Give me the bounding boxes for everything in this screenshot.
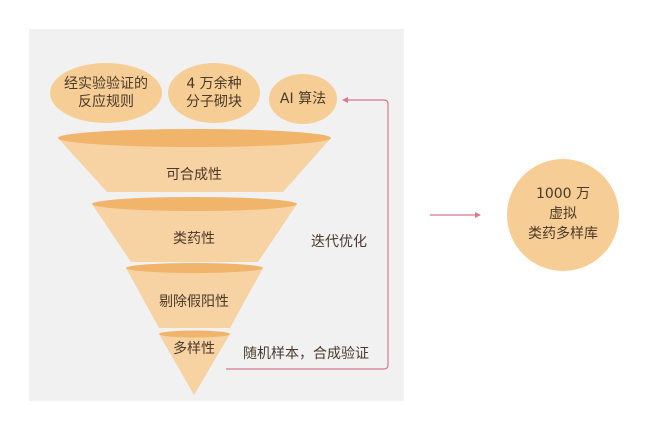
input-bubble-ai [269,74,337,124]
funnel-stage-2 [92,204,297,262]
output-label: 1000 万 虚拟 类药多样库 [528,186,598,242]
stage-label-synthesizability: 可合成性 [166,167,222,183]
output-bubble [507,159,619,271]
feedback-loop-arrow [226,99,389,370]
input-label-ai: AI 算法 [279,91,327,107]
input-label-blocks: 4 万余种 分子砌块 [186,76,242,110]
input-bubble-blocks [168,63,260,123]
iterate-label: 迭代优化 [311,234,367,250]
arrowhead-right-icon [475,212,481,218]
arrowhead-left-icon [342,97,348,103]
funnel-stage-4 [159,334,230,395]
sample-label: 随机样本，合成验证 [243,346,369,362]
stage-label-druglikeness: 类药性 [173,231,215,247]
funnel-stage-1 [58,138,331,192]
funnel-stage-3 [126,268,263,328]
funnel-rim-3 [126,263,263,273]
funnel-rim-4 [159,330,230,338]
funnel-rim-2 [92,197,297,211]
input-label-rules: 经实验验证的 反应规则 [64,76,148,110]
funnel-rim-1 [58,129,331,147]
stage-label-diversity: 多样性 [173,341,215,357]
input-bubble-rules [50,63,162,123]
stage-label-false-positive-removal: 剔除假阳性 [159,294,229,310]
